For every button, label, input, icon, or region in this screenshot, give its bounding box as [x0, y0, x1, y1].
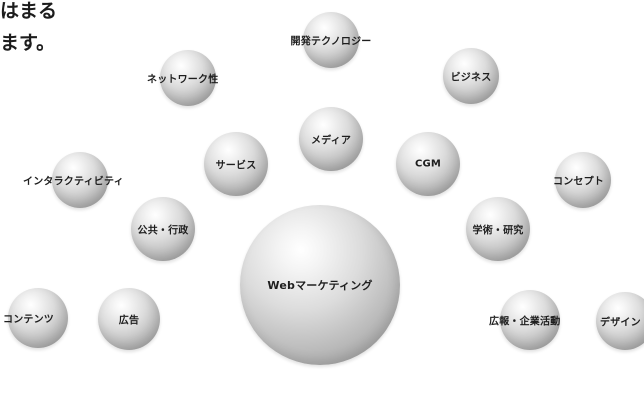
- bubble-academic-research[interactable]: 学術・研究: [466, 197, 530, 261]
- bubble-web-marketing-label: Webマーケティング: [267, 277, 372, 293]
- intro-line-1: はまる: [0, 0, 57, 28]
- bubble-interactivity-label: インタラクティビティ: [23, 173, 124, 188]
- bubble-media-label: メディア: [311, 132, 351, 147]
- bubble-public-administration-label: 公共・行政: [138, 222, 189, 237]
- intro-line-2: ます。: [0, 26, 55, 60]
- bubble-network-label: ネットワーク性: [147, 71, 218, 86]
- intro-text: はまる ます。: [0, 0, 13, 102]
- bubble-network[interactable]: ネットワーク性: [160, 50, 216, 106]
- bubble-concept-label: コンセプト: [553, 173, 604, 188]
- bubble-design[interactable]: デザイン: [596, 292, 644, 350]
- bubble-contents-label: コンテンツ: [3, 311, 54, 326]
- bubble-business[interactable]: ビジネス: [443, 48, 499, 104]
- bubble-public-administration[interactable]: 公共・行政: [131, 197, 195, 261]
- bubble-design-label: デザイン: [600, 314, 641, 329]
- bubble-pr-corporate-label: 広報・企業活動: [489, 313, 560, 328]
- bubble-concept[interactable]: コンセプト: [555, 152, 611, 208]
- bubble-service-label: サービス: [216, 157, 257, 172]
- bubble-media[interactable]: メディア: [299, 107, 363, 171]
- bubble-business-label: ビジネス: [451, 69, 492, 84]
- bubble-cgm[interactable]: CGM: [396, 132, 460, 196]
- bubble-academic-research-label: 学術・研究: [473, 222, 524, 237]
- bubble-service[interactable]: サービス: [204, 132, 268, 196]
- bubble-pr-corporate[interactable]: 広報・企業活動: [500, 290, 560, 350]
- bubble-interactivity[interactable]: インタラクティビティ: [52, 152, 108, 208]
- bubble-contents[interactable]: コンテンツ: [8, 288, 68, 348]
- bubble-web-marketing[interactable]: Webマーケティング: [240, 205, 400, 365]
- bubble-advertising[interactable]: 広告: [98, 288, 160, 350]
- bubble-advertising-label: 広告: [119, 312, 139, 327]
- bubble-cgm-label: CGM: [415, 159, 441, 170]
- bubble-development-technology-label: 開発テクノロジー: [291, 33, 372, 48]
- bubble-development-technology[interactable]: 開発テクノロジー: [303, 12, 359, 68]
